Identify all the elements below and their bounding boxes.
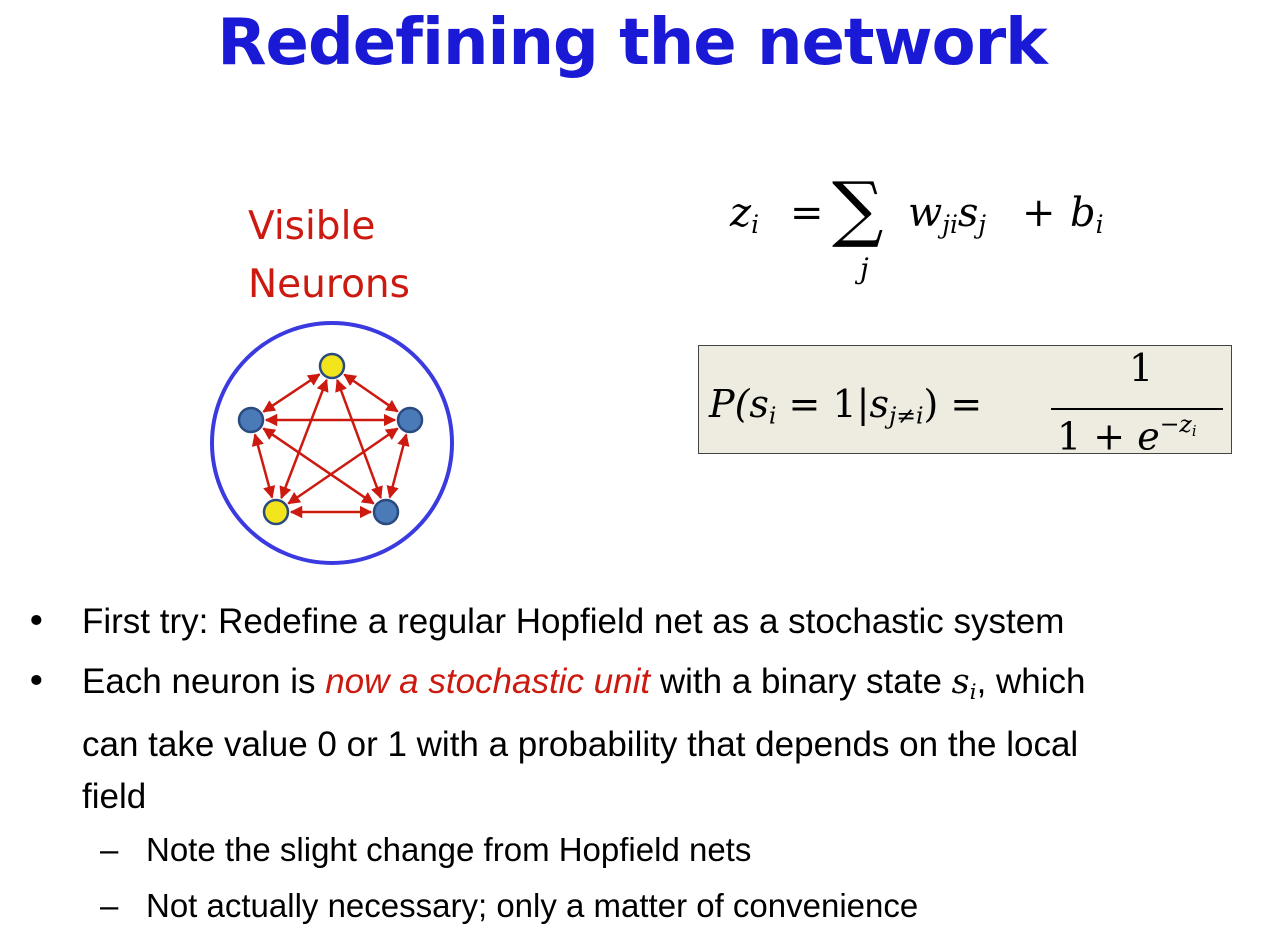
node-top <box>318 352 346 380</box>
network-boundary-circle <box>210 321 454 565</box>
visible-neurons-label: Visible Neurons <box>248 198 448 314</box>
label-line-2: Neurons <box>248 262 410 307</box>
edge-node-bottom-left-node-left <box>251 433 276 499</box>
bullet-2-emphasis: now a stochastic unit <box>325 662 651 701</box>
edge-node-right-node-bottom-right <box>386 433 410 499</box>
probability-equation-box: P(si = 1|sj≠i) = 1 1 + e−zi <box>698 345 1232 459</box>
edge-node-top-node-left <box>262 373 321 413</box>
edge-node-top-node-bottom-right <box>335 378 383 500</box>
label-line-1: Visible <box>248 204 376 249</box>
slide-title: Redefining the network <box>217 6 1047 80</box>
bullet-dot: • <box>26 662 47 702</box>
hopfield-network-diagram <box>210 321 454 565</box>
edge-node-top-node-bottom-left <box>279 378 329 500</box>
network-nodes <box>237 352 424 526</box>
bullet-2-line2: can take value 0 or 1 with a probability… <box>82 725 1079 765</box>
network-edges <box>251 373 410 519</box>
fraction-bar <box>1051 408 1223 410</box>
dash-marker: – <box>100 887 119 924</box>
node-right <box>396 406 424 434</box>
edge-node-bottom-right-node-left <box>262 427 375 505</box>
bullet-2-after: with a binary state <box>650 662 952 701</box>
node-bottom-right <box>372 498 400 526</box>
node-bottom-left <box>262 498 290 526</box>
dash-marker: – <box>100 831 119 868</box>
edge-node-top-node-right <box>343 373 399 413</box>
bullet-2-text: Each neuron is now a stochastic unit wit… <box>82 656 1262 823</box>
sub-bullet-1-text: Note the slight change from Hopfield net… <box>146 831 752 868</box>
bullet-2-after2: , which <box>976 662 1086 701</box>
node-left <box>237 406 265 434</box>
bullet-2-before: Each neuron is <box>82 662 326 701</box>
bullet-dot: • <box>26 602 47 642</box>
bullet-2-line3: field <box>82 777 147 817</box>
local-field-equation: zi = ∑ j wjisj + bi <box>730 166 1104 285</box>
sub-bullet-2-text: Not actually necessary; only a matter of… <box>146 887 919 924</box>
bullet-1-text: First try: Redefine a regular Hopfield n… <box>82 602 1065 641</box>
binary-state-symbol: si <box>951 662 977 706</box>
